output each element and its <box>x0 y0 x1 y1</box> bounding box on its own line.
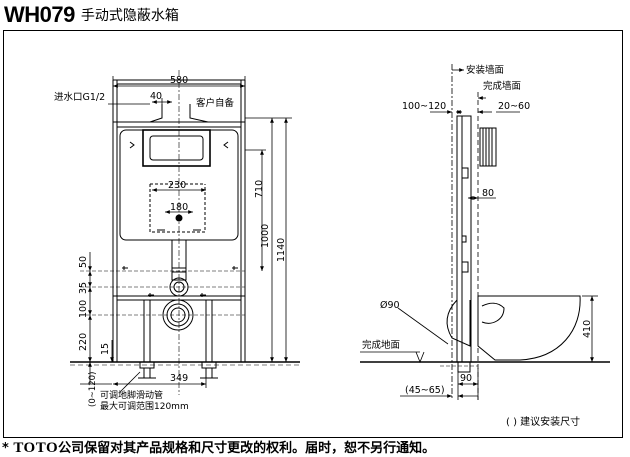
dim-50: 50 <box>78 256 89 268</box>
dim-410: 410 <box>582 320 593 338</box>
finish-floor-label: 完成地面 <box>362 339 400 351</box>
drain-pipe-side <box>446 299 471 347</box>
dim-0-120: (0~120) <box>88 372 98 407</box>
install-wall-label: 安装墙面 <box>466 64 504 76</box>
finish-wall-label: 完成墙面 <box>483 80 521 92</box>
dim-100-120: 100~120 <box>402 101 446 112</box>
dim-180: 180 <box>170 202 188 213</box>
bracket-note: ( ) 建议安装尺寸 <box>506 415 580 428</box>
dim-20-60: 20~60 <box>498 101 530 112</box>
dim-220: 220 <box>78 333 89 351</box>
model-number: WH079 <box>4 2 75 27</box>
adjustable-feet <box>138 300 218 379</box>
feet-note-line2: 最大可调范围120mm <box>100 400 189 412</box>
dim-230: 230 <box>168 180 186 191</box>
dim-90: 90 <box>460 373 472 384</box>
dim-580: 580 <box>170 75 188 86</box>
flush-plate-opening <box>142 129 211 167</box>
feet-note-line1: 可调地脚滑动管 <box>100 389 163 401</box>
dim-35: 35 <box>78 282 89 294</box>
dim-100: 100 <box>78 300 89 318</box>
page-title: WH079 手动式隐蔽水箱 <box>4 2 179 28</box>
fixing-bolts <box>122 141 238 297</box>
customer-supplied-label: 客户自备 <box>196 97 235 109</box>
toilet-bowl <box>477 295 581 361</box>
brand-name: TOTO <box>13 440 59 456</box>
flush-plate-side <box>479 127 497 167</box>
dim-1000: 1000 <box>260 224 271 248</box>
disclaimer-text: 公司保留对其产品规格和尺寸更改的权利。届时，恕不另行通知。 <box>58 441 436 456</box>
side-view <box>360 64 610 400</box>
drain-connector <box>162 299 194 331</box>
dim-45-65: (45~65) <box>405 385 445 396</box>
dim-710: 710 <box>254 180 265 198</box>
inlet-label: 进水口G1/2 <box>54 91 105 103</box>
dim-1140: 1140 <box>276 238 287 262</box>
front-dimensions <box>80 76 292 393</box>
dim-15: 15 <box>100 343 111 355</box>
product-name: 手动式隐蔽水箱 <box>80 8 179 24</box>
pipe-dia-label: Ø90 <box>380 300 400 311</box>
asterisk: * <box>2 441 14 456</box>
front-dim-labels: 580 40 进水口G1/2 客户自备 230 180 710 1000 114… <box>54 75 287 412</box>
drawing-frame <box>3 30 623 438</box>
footer-disclaimer: * TOTO公司保留对其产品规格和尺寸更改的权利。届时，恕不另行通知。 <box>2 437 435 457</box>
dim-349: 349 <box>170 373 188 384</box>
side-dimensions <box>360 68 598 400</box>
dim-40: 40 <box>150 91 162 102</box>
frame-side <box>456 115 472 363</box>
dim-80: 80 <box>482 188 494 199</box>
front-view <box>70 70 300 395</box>
side-dim-labels: 安装墙面 完成墙面 100~120 20~60 80 Ø90 完成地面 410 … <box>362 64 593 428</box>
